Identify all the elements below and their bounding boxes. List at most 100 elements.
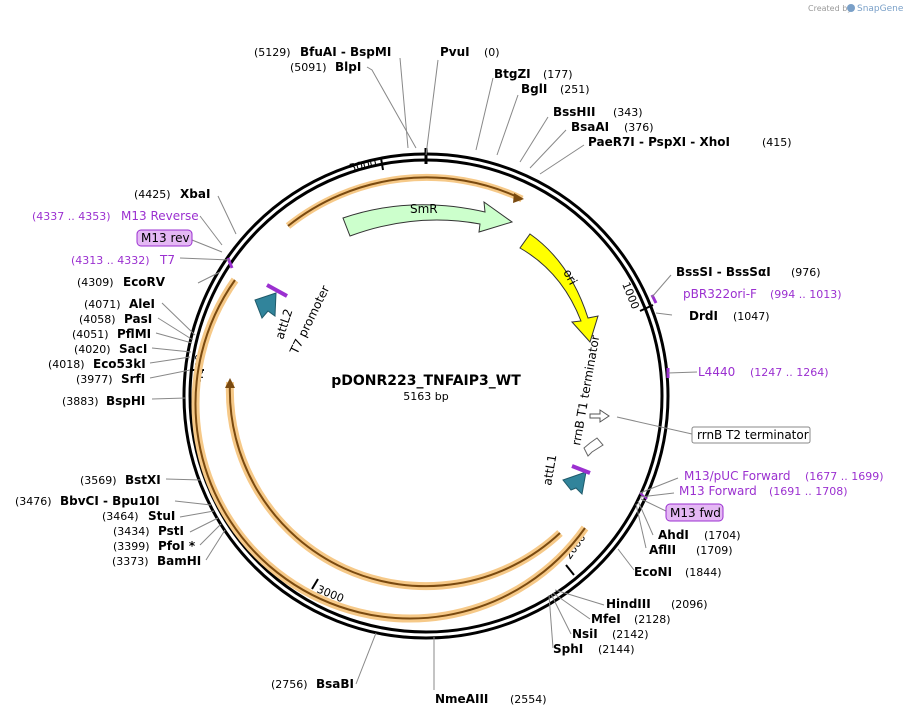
orf-arc-inner-arrowhead <box>225 378 235 388</box>
leader-pflmi <box>155 332 193 344</box>
leader-m13-rev <box>191 239 223 253</box>
leader-m13-reverse <box>199 215 223 246</box>
site-name-ahdi: AhdI <box>658 528 689 542</box>
leader-bsssi <box>651 274 672 298</box>
orf-arc-outer <box>194 279 586 620</box>
site-pos-xhoi: (415) <box>762 136 792 149</box>
primer-name-l4440: L4440 <box>698 365 735 379</box>
leader-xhoi <box>539 144 585 175</box>
site-name-pfoi: PfoI * <box>158 539 196 553</box>
site-pos-eco53ki: (4018) <box>48 358 85 371</box>
site-pos-mfei: (2128) <box>634 613 671 626</box>
site-pos-saci: (4020) <box>74 343 111 356</box>
site-name-aflii: AflII <box>649 543 676 557</box>
site-name-mfei: MfeI <box>591 612 621 626</box>
site-pos-pasi: (4058) <box>79 313 116 326</box>
site-pos-bamhi: (3373) <box>112 555 149 568</box>
plasmid-length: 5163 bp <box>403 390 448 403</box>
leader-econi <box>617 548 635 571</box>
site-name-bsabi: BsaBI <box>316 677 354 691</box>
m13-fwd-primer-mark <box>571 464 591 475</box>
leader-bstxi <box>165 478 202 481</box>
rrnb-t2-terminator-arrow <box>583 437 604 457</box>
site-name-bfuai: BfuAI - BspMI <box>300 45 391 59</box>
m13-puc-forward-primer-mark <box>639 492 648 500</box>
leader-bfuai <box>399 57 409 149</box>
site-pos-hindiii: (2096) <box>671 598 708 611</box>
smr-feature-label: SmR <box>410 202 438 216</box>
leader-mfei <box>552 592 591 620</box>
leader-ahdi <box>637 500 654 536</box>
site-pos-pflmi: (4051) <box>72 328 109 341</box>
orf-arc-top <box>287 176 523 227</box>
site-name-btgzi: BtgZI <box>494 67 531 81</box>
primer-range-l4440: (1247 .. 1264) <box>750 366 829 379</box>
leader-eco53ki <box>149 356 191 364</box>
m13-fwd-label: M13 fwd <box>670 506 721 520</box>
rrnb-t2-terminator-box <box>691 426 811 444</box>
site-name-blpi: BlpI <box>335 60 361 74</box>
primer-name-pbr322ori-f: pBR322ori-F <box>683 287 757 301</box>
site-name-econi: EcoNI <box>634 565 672 579</box>
site-name-pvui: PvuI <box>440 45 470 59</box>
site-name-saci: SacI <box>119 342 147 356</box>
site-name-sphi: SphI <box>553 642 583 656</box>
leader-alei <box>161 302 196 336</box>
site-name-nmeaiii: NmeAIII <box>435 692 488 706</box>
watermark-brand: SnapGene <box>857 4 904 14</box>
m13-rev-box <box>136 229 193 247</box>
rrnb-t2-terminator-label: rrnB T2 terminator <box>697 428 809 442</box>
smr-feature-arrow <box>342 200 514 237</box>
primer-range-m13-puc-forward: (1677 .. 1699) <box>805 470 884 483</box>
leader-t7 <box>179 257 231 261</box>
site-name-xbai: XbaI <box>180 187 210 201</box>
leader-m13-forward <box>639 492 675 498</box>
site-pos-bsphi: (3883) <box>62 395 99 408</box>
site-name-bsshii: BssHII <box>553 105 595 119</box>
site-name-hindiii: HindIII <box>606 597 651 611</box>
leader-l4440 <box>667 371 698 374</box>
leader-drdi <box>655 312 673 316</box>
ori-feature-label: ori <box>560 267 580 287</box>
site-pos-pfoi: (3399) <box>113 540 150 553</box>
tick-mark-5000 <box>380 157 384 171</box>
leader-blpi <box>366 66 417 149</box>
leader-nsii <box>550 593 572 635</box>
primer-name-m13-reverse: M13 Reverse <box>121 209 199 223</box>
leader-pfoi <box>199 523 222 546</box>
site-pos-bgli: (251) <box>560 83 590 96</box>
t7-promoter-label: T7 promoter <box>287 283 333 357</box>
site-pos-bstxi: (3569) <box>80 474 117 487</box>
site-leader-lines <box>149 57 698 690</box>
leader-aflii <box>635 503 647 549</box>
leader-ecorv <box>197 271 221 284</box>
site-name-ecorv: EcoRV <box>123 275 166 289</box>
site-name-bsssi: BssSI - BssSαI <box>676 265 771 279</box>
leader-m13-puc-forward <box>639 477 679 494</box>
site-name-alei: AleI <box>129 297 155 311</box>
attl2-feature-label: attL2 <box>273 307 296 341</box>
site-name-srfi: SrfI <box>121 372 145 386</box>
site-name-bsaai: BsaAI <box>571 120 609 134</box>
tick-label-5000: 5000 <box>348 156 378 175</box>
site-pos-srfi: (3977) <box>76 373 113 386</box>
site-name-stui: StuI <box>148 509 175 523</box>
site-name-bgli: BglI <box>521 82 547 96</box>
site-name-drdi: DrdI <box>689 309 718 323</box>
site-pos-alei: (4071) <box>84 298 121 311</box>
primer-range-m13-reverse: (4337 .. 4353) <box>32 210 111 223</box>
primer-name-m13-puc-forward: M13/pUC Forward <box>684 469 791 483</box>
site-pos-bsshii: (343) <box>613 106 643 119</box>
rrnb-t2-leader-line <box>616 416 693 435</box>
site-pos-bsaai: (376) <box>624 121 654 134</box>
leader-sphi <box>548 594 554 649</box>
site-pos-psti: (3434) <box>113 525 150 538</box>
leader-bsaai <box>529 129 567 169</box>
tick-mark-2000 <box>565 564 575 576</box>
site-pos-ahdi: (1704) <box>704 529 741 542</box>
site-name-xhoi: PaeR7I - PspXI - XhoI <box>588 135 730 149</box>
site-pos-drdi: (1047) <box>733 310 770 323</box>
site-name-bbvci: BbvCI - Bpu10I <box>60 494 160 508</box>
ori-feature-arrow <box>519 233 599 343</box>
